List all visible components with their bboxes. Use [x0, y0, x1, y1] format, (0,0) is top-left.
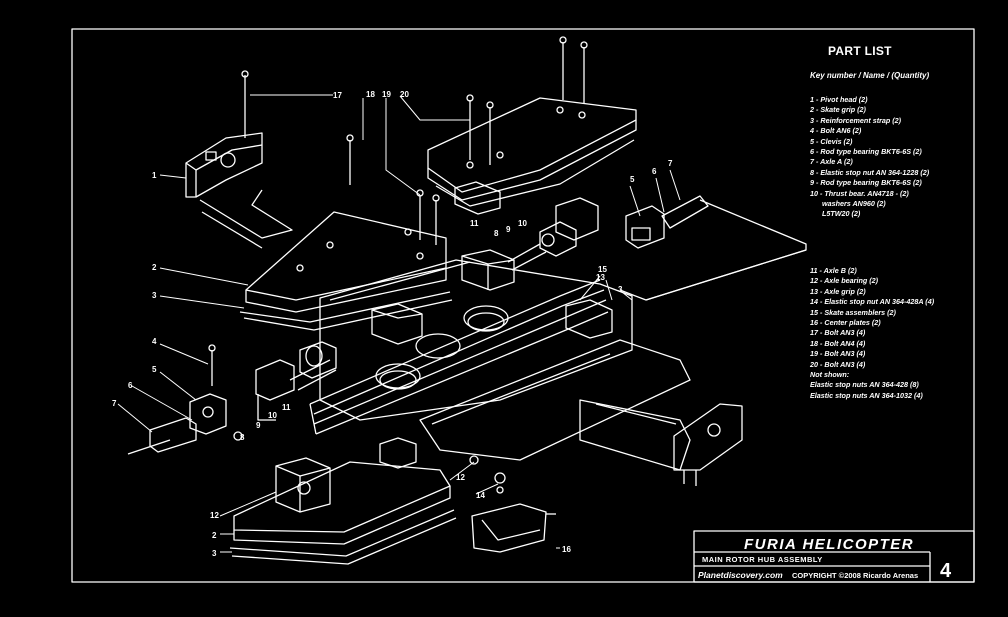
- part-list-item: 9 - Rod type bearing BKT6-6S (2): [810, 178, 922, 188]
- skate-assemblers: [309, 279, 609, 435]
- callout-10b: 10: [518, 219, 527, 228]
- part-list-item: 3 - Reinforcement strap (2): [810, 115, 902, 125]
- callout-3: 3: [152, 291, 157, 300]
- callout-leaders: [117, 94, 681, 553]
- part-list-group-b: 11 - Axle B (2)12 - Axle bearing (2)13 -…: [810, 266, 934, 401]
- title-block-title: FURIA HELICOPTER: [744, 536, 915, 553]
- part-list-item: L5TW20 (2): [810, 209, 861, 219]
- callout-2: 2: [152, 263, 157, 272]
- callout-18: 18: [366, 90, 375, 99]
- part-list-item: 20 - Bolt AN3 (4): [810, 359, 866, 369]
- callout-6: 6: [128, 381, 133, 390]
- callout-15: 15: [598, 265, 607, 274]
- part-list-item: 17 - Bolt AN3 (4): [810, 328, 866, 338]
- part-list-item: 19 - Bolt AN3 (4): [810, 349, 866, 359]
- callout-10: 10: [268, 411, 277, 420]
- skate-grip-bottom: [229, 457, 457, 565]
- skate-grip-right-upper: [427, 97, 637, 207]
- callout-5: 5: [152, 365, 157, 374]
- pivot-head-right: [673, 403, 743, 486]
- part-list-item: 6 - Rod type bearing BKT6-6S (2): [810, 147, 922, 157]
- part-list-item: 12 - Axle bearing (2): [810, 276, 879, 286]
- callout-5b: 5: [630, 175, 635, 184]
- part-list-item: 4 - Bolt AN6 (2): [810, 126, 862, 136]
- callout-11: 11: [282, 403, 291, 412]
- title-block-website: Planetdiscovery.com: [698, 570, 783, 580]
- center-plate: [319, 259, 633, 421]
- callout-3c: 3: [212, 549, 217, 558]
- part-list-item: Elastic stop nuts AN 364-428 (8): [810, 380, 919, 390]
- part-list-item: 7 - Axle A (2): [810, 157, 853, 167]
- pivot-head-bottom: [471, 503, 556, 553]
- callout-1: 1: [152, 171, 157, 180]
- hub-block: [461, 249, 515, 291]
- part-list-item: 11 - Axle B (2): [810, 266, 857, 275]
- callout-13: 13: [596, 273, 605, 282]
- part-list-item: 2 - Skate grip (2): [810, 105, 866, 115]
- sheet-number: 4: [940, 560, 952, 582]
- skate-grip-left: [239, 211, 453, 331]
- sheet-border: [71, 28, 975, 583]
- callout-12: 12: [456, 473, 465, 482]
- callout-numbers: 1 17 18 19 20 2 3 4 5 6 7 8 9 10 11 5 6 …: [112, 90, 673, 558]
- title-block-frame: [693, 530, 975, 583]
- callout-9b: 9: [506, 225, 511, 234]
- callout-14: 14: [476, 491, 485, 500]
- callout-2b: 2: [212, 531, 217, 540]
- part-list-item: 16 - Center plates (2): [810, 318, 881, 328]
- part-list-group-a: 1 - Pivot head (2)2 - Skate grip (2)3 - …: [810, 95, 929, 220]
- part-list-item: Not shown:: [810, 370, 850, 380]
- part-list-item: 13 - Axle grip (2): [810, 286, 866, 296]
- callout-3b: 3: [618, 285, 623, 294]
- part-list-item: washers AN960 (2): [810, 199, 886, 209]
- callout-7b: 7: [668, 159, 673, 168]
- callout-20: 20: [400, 90, 409, 99]
- callout-12b: 12: [210, 511, 219, 520]
- part-list-item: 18 - Bolt AN4 (4): [810, 338, 866, 348]
- part-list-subtitle: Key number / Name / (Quantity): [810, 71, 930, 80]
- part-list-item: 8 - Elastic stop nut AN 364-1228 (2): [810, 167, 930, 177]
- part-list-item: 1 - Pivot head (2): [810, 95, 868, 104]
- part-list-item: 15 - Skate assemblers (2): [810, 307, 896, 317]
- callout-16: 16: [562, 545, 571, 554]
- pivot-head-left: [185, 132, 263, 198]
- part-list-item: 10 - Thrust bear. AN4718 - (2): [810, 188, 909, 198]
- part-list-title: PART LIST: [828, 44, 892, 58]
- callout-9: 9: [256, 421, 261, 430]
- part-list-item: 14 - Elastic stop nut AN 364-428A (4): [810, 297, 935, 307]
- title-block-subtitle: MAIN ROTOR HUB ASSEMBLY: [702, 555, 823, 564]
- part-list-item: Elastic stop nuts AN 364-1032 (4): [810, 390, 923, 400]
- callout-17: 17: [333, 91, 342, 100]
- callout-11b: 11: [470, 219, 479, 228]
- callout-19: 19: [382, 90, 391, 99]
- callout-8: 8: [240, 433, 245, 442]
- callout-6b: 6: [652, 167, 657, 176]
- callout-7: 7: [112, 399, 117, 408]
- callout-4: 4: [152, 337, 157, 346]
- title-block-copyright: COPYRIGHT ©2008 Ricardo Arenas: [792, 571, 919, 580]
- part-list-item: 5 - Clevis (2): [810, 136, 853, 146]
- callout-8b: 8: [494, 229, 499, 238]
